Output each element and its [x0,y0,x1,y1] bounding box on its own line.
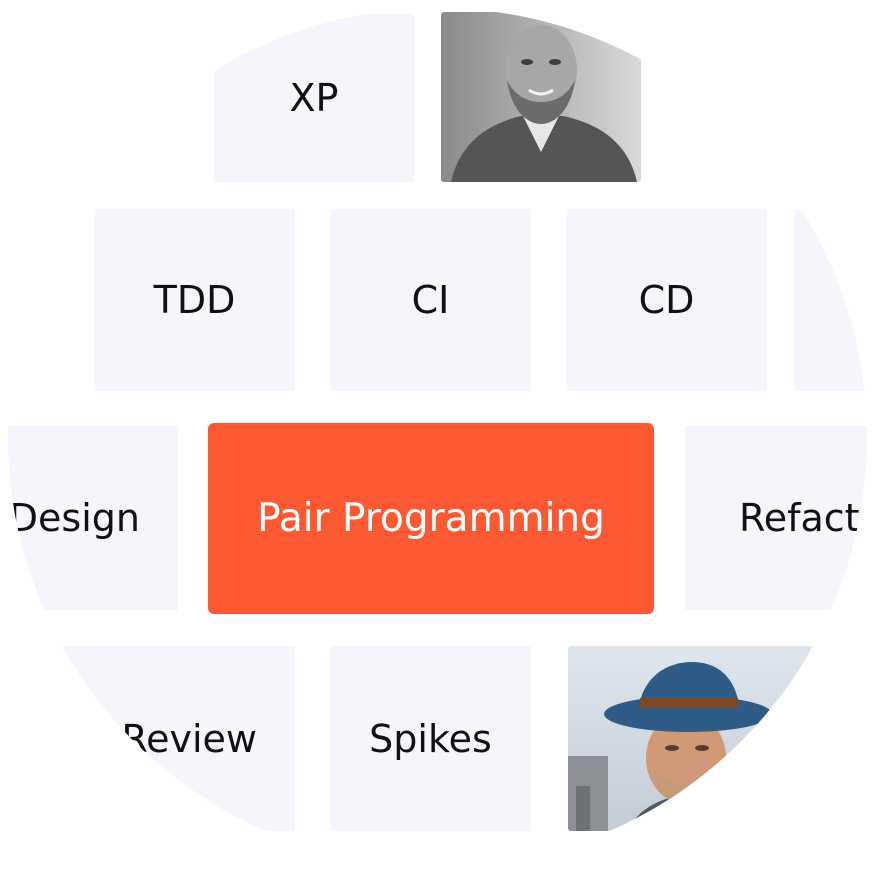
tile-refactoring-label: Refactoring [739,496,867,540]
tile-spikes[interactable]: Spikes [330,646,531,831]
portrait-photo-bald-man [441,12,641,182]
tile-review-label: Code Review [12,716,257,761]
tile-cd-label: CD [638,278,695,322]
tile-pair-programming-label: Pair Programming [257,496,605,541]
tile-ci-label: CI [411,278,450,322]
portrait-photo-man-in-hat-image [568,646,818,831]
tile-design-label: Design [8,496,140,540]
tile-ci[interactable]: CI [330,209,531,391]
portrait-photo-bald-man-image [441,12,641,182]
tile-refactoring[interactable]: Refactoring [685,426,867,610]
tile-design[interactable]: Design [8,426,178,610]
tile-partial-right[interactable] [794,209,867,391]
tile-spikes-label: Spikes [369,716,492,761]
portrait-photo-man-in-hat [568,646,818,831]
tile-tdd[interactable]: TDD [94,209,295,391]
tile-xp[interactable]: XP [214,14,414,182]
tile-review[interactable]: Code Review [8,646,295,831]
tile-xp-label: XP [289,76,339,120]
tile-cd[interactable]: CD [566,209,767,391]
tile-tdd-label: TDD [153,278,236,322]
practice-circle: XP TDD CI CD Des [8,8,867,867]
tile-pair-programming[interactable]: Pair Programming [208,423,654,614]
